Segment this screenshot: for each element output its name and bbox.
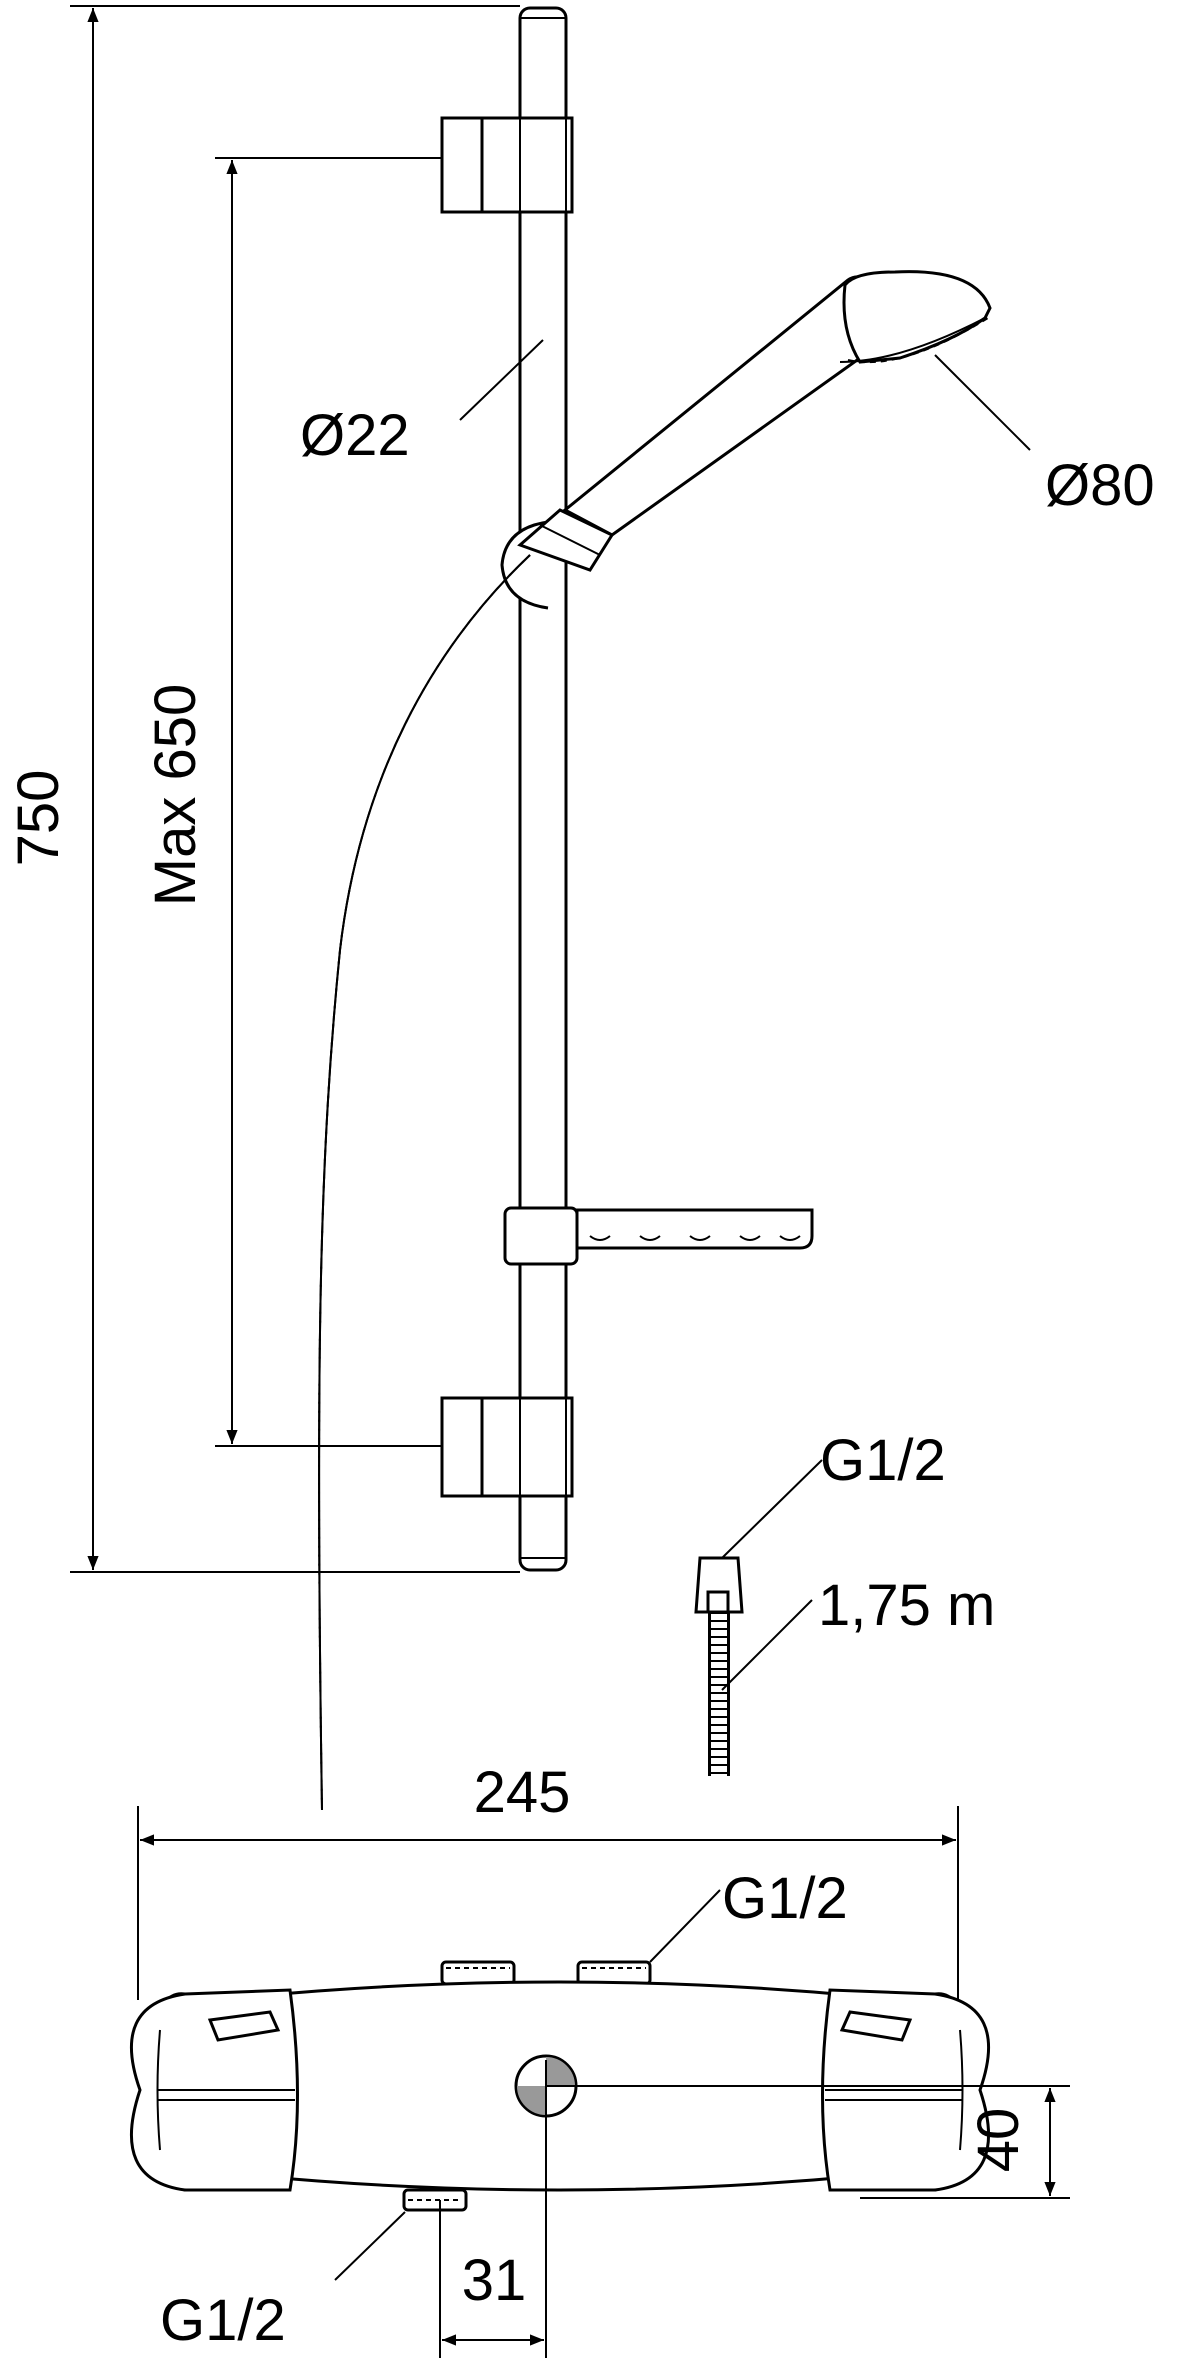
leader-head-diameter	[934, 354, 1031, 451]
dimension-750	[70, 5, 520, 1573]
leader-hose-connection	[721, 1459, 823, 1559]
label-hose-connection: G1/2	[820, 1428, 946, 1493]
leader-hose-length	[721, 1599, 813, 1691]
label-mixer-inlet: G1/2	[722, 1866, 848, 1931]
shower-hose	[318, 554, 531, 1811]
hose-sample	[694, 1556, 744, 1776]
wall-bracket-bottom	[440, 1396, 574, 1498]
dimension-245	[137, 1806, 959, 2000]
leader-mixer-outlet	[334, 2211, 406, 2281]
leader-mixer-inlet	[649, 1889, 721, 1963]
dimension-750-label: 750	[6, 770, 71, 867]
dimension-40	[546, 2085, 1070, 2199]
dimension-max-650-label: Max 650	[143, 684, 208, 906]
dimension-245-label: 245	[474, 1760, 571, 1825]
soap-dish	[503, 1206, 814, 1266]
hand-shower	[500, 270, 992, 610]
label-mixer-outlet: G1/2	[160, 2288, 286, 2353]
dimension-31	[439, 2060, 547, 2358]
wall-bracket-top	[440, 116, 574, 214]
label-head-diameter: Ø80	[1045, 453, 1155, 518]
leader-rail-diameter	[459, 339, 544, 421]
slide-rail	[518, 6, 568, 1572]
dimension-40-label: 40	[966, 2108, 1031, 2173]
label-hose-length: 1,75 m	[818, 1573, 995, 1638]
dimension-31-label: 31	[462, 2248, 527, 2313]
label-rail-diameter: Ø22	[300, 403, 410, 468]
dimension-max-650	[215, 157, 442, 1447]
